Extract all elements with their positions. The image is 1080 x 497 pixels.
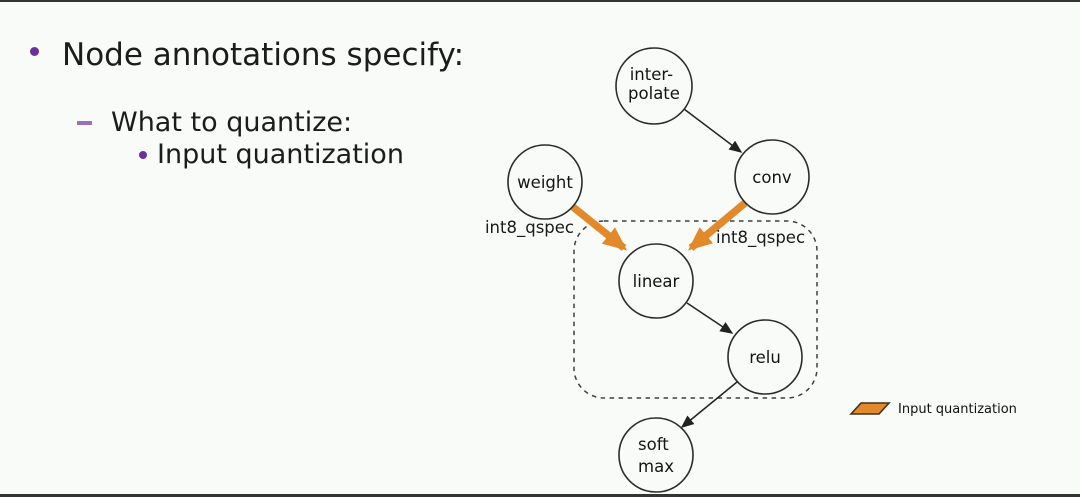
input-quantization-arrow-weight-to-linear: [570, 204, 628, 251]
node-interpolate-label: inter- polate: [628, 65, 680, 103]
qspec-label-conv: int8_qspec: [716, 228, 805, 248]
node-relu: [727, 319, 803, 395]
legend-label: Input quantization: [898, 402, 1017, 417]
node-softmax: [618, 417, 694, 493]
node-softmax-label: soft max: [638, 435, 674, 476]
node-linear: [618, 243, 694, 319]
node-weight: [507, 144, 583, 220]
sub-sub-bullet-text: Input quantization: [157, 139, 404, 170]
input-quantization-arrow-conv-to-linear: [687, 200, 748, 251]
node-linear-label: linear: [633, 272, 680, 291]
quantized-region-dashed-box: [573, 220, 818, 399]
bullet-dot-icon: [139, 151, 147, 159]
title-bullet-text: Node annotations specify:: [62, 37, 465, 73]
dash-bullet-icon: [77, 121, 92, 125]
edge-interpolate-to-conv: [683, 108, 743, 153]
node-relu-label: relu: [749, 348, 781, 367]
bullet-dot-icon: [30, 47, 39, 56]
qspec-label-weight: int8_qspec: [485, 218, 574, 238]
node-interpolate: [615, 47, 693, 125]
input-quantization-swatch-icon: [849, 402, 891, 415]
sub-bullet-text: What to quantize:: [111, 107, 353, 138]
edge-linear-to-relu: [686, 302, 734, 334]
top-edge-bar: [0, 0, 1080, 2]
node-weight-label: weight: [517, 173, 573, 192]
bottom-edge-bar: [0, 494, 1080, 497]
node-conv: [734, 139, 810, 215]
node-conv-label: conv: [752, 168, 792, 187]
edge-relu-to-softmax: [680, 381, 738, 428]
